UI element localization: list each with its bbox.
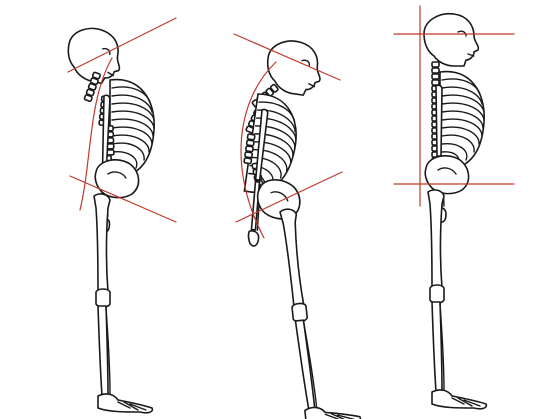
skull-shape: [424, 14, 478, 66]
pelvis: [425, 156, 468, 194]
skeleton-kyphotic: [244, 38, 361, 419]
leg-bone: [428, 190, 486, 409]
leg-bone: [94, 194, 152, 413]
skeleton-forward-head: [62, 24, 154, 413]
leg-bone: [280, 204, 361, 419]
pelvis: [95, 160, 138, 198]
skeleton-neutral: [424, 14, 486, 409]
